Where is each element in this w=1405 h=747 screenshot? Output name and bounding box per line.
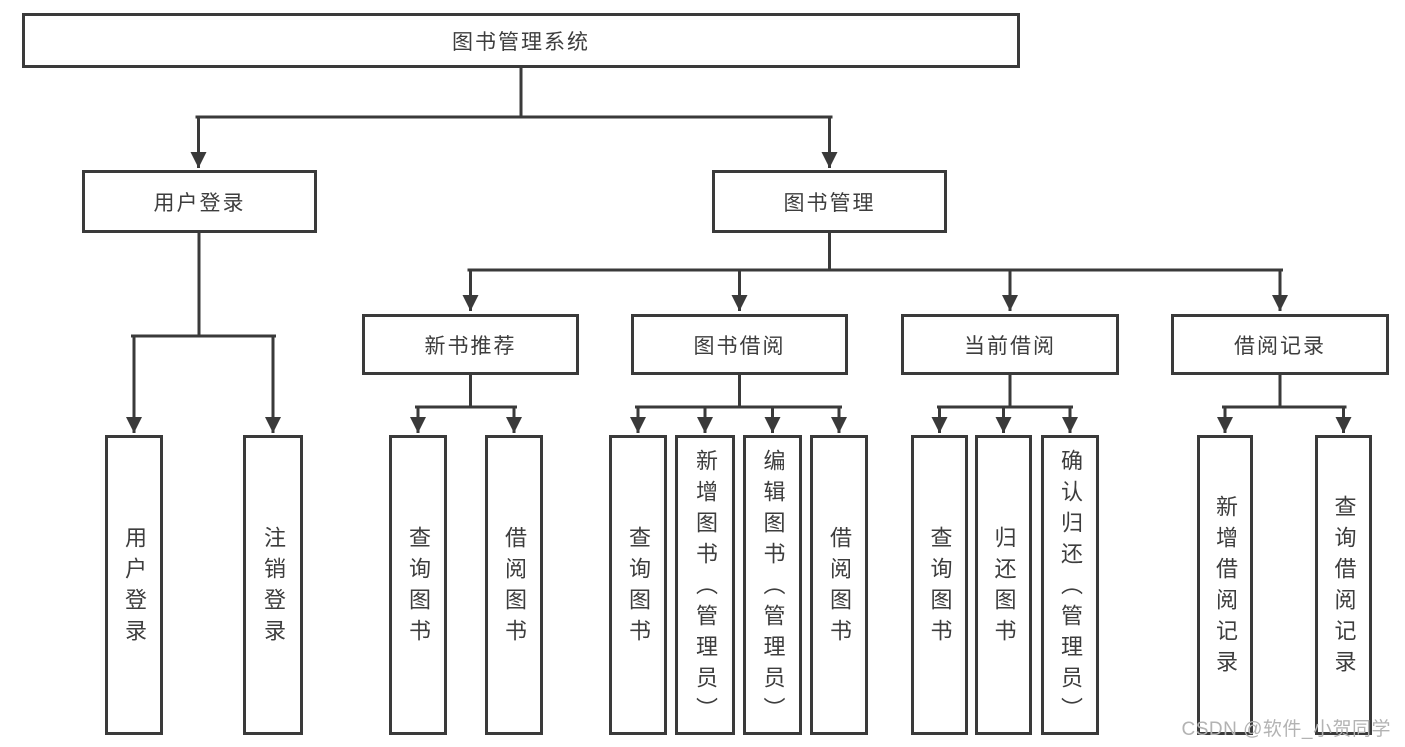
connector-bars <box>131 66 1347 409</box>
node-book-management: 图书管理 <box>712 170 947 233</box>
leaf-nbr-borrow-books: 借阅图书 <box>485 435 543 735</box>
csdn-watermark: CSDN @软件_小贺同学 <box>1181 719 1391 740</box>
leaf-logout: 注销登录 <box>243 435 303 735</box>
node-current-borrow: 当前借阅 <box>901 314 1119 375</box>
leaf-cb-return-books: 归还图书 <box>975 435 1032 735</box>
leaf-bb-query-books: 查询图书 <box>609 435 667 735</box>
node-book-borrow: 图书借阅 <box>631 314 848 375</box>
leaf-bb-edit-books-admin: 编辑图书（管理员） <box>743 435 802 735</box>
leaf-bb-borrow-books: 借阅图书 <box>810 435 868 735</box>
leaf-user-login: 用户登录 <box>105 435 163 735</box>
node-root: 图书管理系统 <box>22 13 1020 68</box>
leaf-cb-query-books: 查询图书 <box>911 435 968 735</box>
node-borrow-records: 借阅记录 <box>1171 314 1389 375</box>
leaf-br-add-record: 新增借阅记录 <box>1197 435 1253 735</box>
node-user-login: 用户登录 <box>82 170 317 233</box>
node-new-book-recommend: 新书推荐 <box>362 314 579 375</box>
leaf-br-query-record: 查询借阅记录 <box>1315 435 1372 735</box>
leaf-cb-confirm-return-admin: 确认归还（管理员） <box>1041 435 1099 735</box>
leaf-nbr-query-books: 查询图书 <box>389 435 447 735</box>
connector-arrows <box>126 117 1352 433</box>
leaf-bb-add-books-admin: 新增图书（管理员） <box>675 435 735 735</box>
